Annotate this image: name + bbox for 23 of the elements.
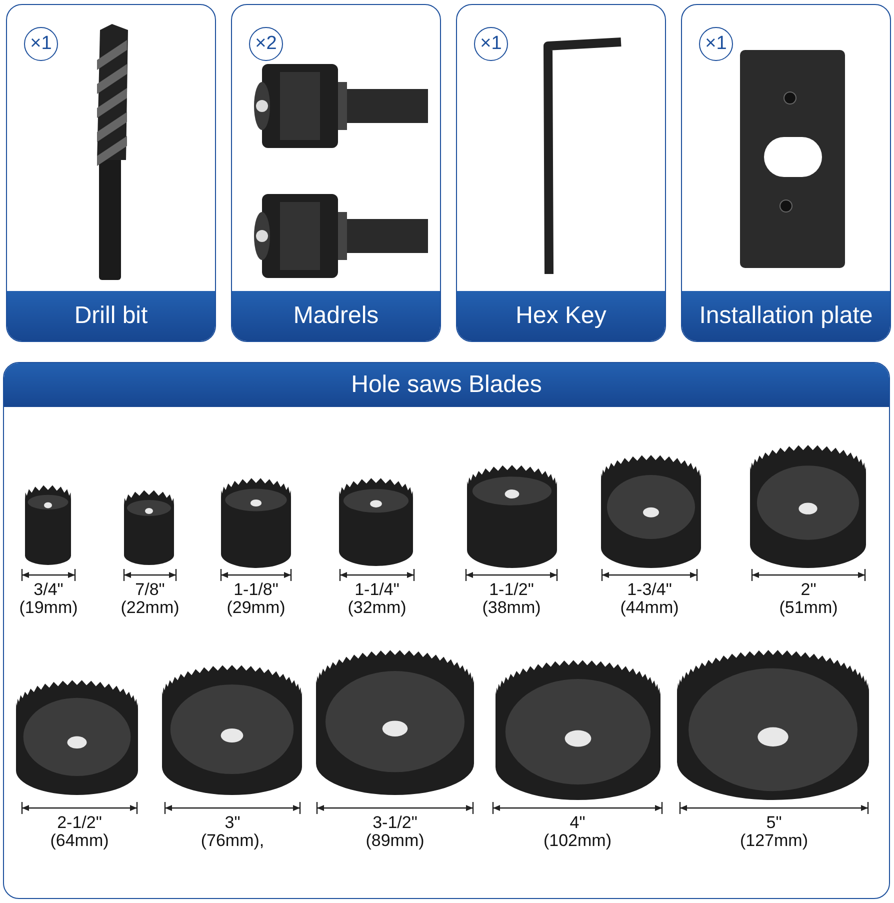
item-card bbox=[456, 4, 666, 342]
size-label: 3/4" (19mm) bbox=[18, 581, 79, 617]
quantity-badge: ×1 bbox=[699, 27, 733, 61]
quantity-badge: ×1 bbox=[474, 27, 508, 61]
item-name: Madrels bbox=[232, 291, 440, 341]
quantity-badge: ×1 bbox=[24, 27, 58, 61]
size-label: 3-1/2" (89mm) bbox=[364, 814, 426, 850]
item-name: Drill bit bbox=[7, 291, 215, 341]
size-label: 4" (102mm) bbox=[542, 814, 612, 850]
size-label: 1-1/8" (29mm) bbox=[226, 581, 286, 617]
item-card bbox=[6, 4, 216, 342]
size-label: 3" (76mm), bbox=[200, 814, 266, 850]
item-name: Hex Key bbox=[457, 291, 665, 341]
quantity-badge: ×2 bbox=[249, 27, 283, 61]
size-label: 5" (127mm) bbox=[738, 814, 809, 850]
size-label: 2-1/2" (64mm) bbox=[49, 814, 110, 850]
size-label: 2" (51mm) bbox=[778, 581, 839, 617]
item-name: Installation plate bbox=[682, 291, 890, 341]
size-label: 7/8" (22mm) bbox=[120, 581, 180, 617]
size-label: 1-1/4" (32mm) bbox=[346, 581, 408, 617]
size-label: 1-3/4" (44mm) bbox=[619, 581, 680, 617]
panel-title: Hole saws Blades bbox=[4, 363, 889, 407]
size-label: 1-1/2" (38mm) bbox=[481, 581, 542, 617]
